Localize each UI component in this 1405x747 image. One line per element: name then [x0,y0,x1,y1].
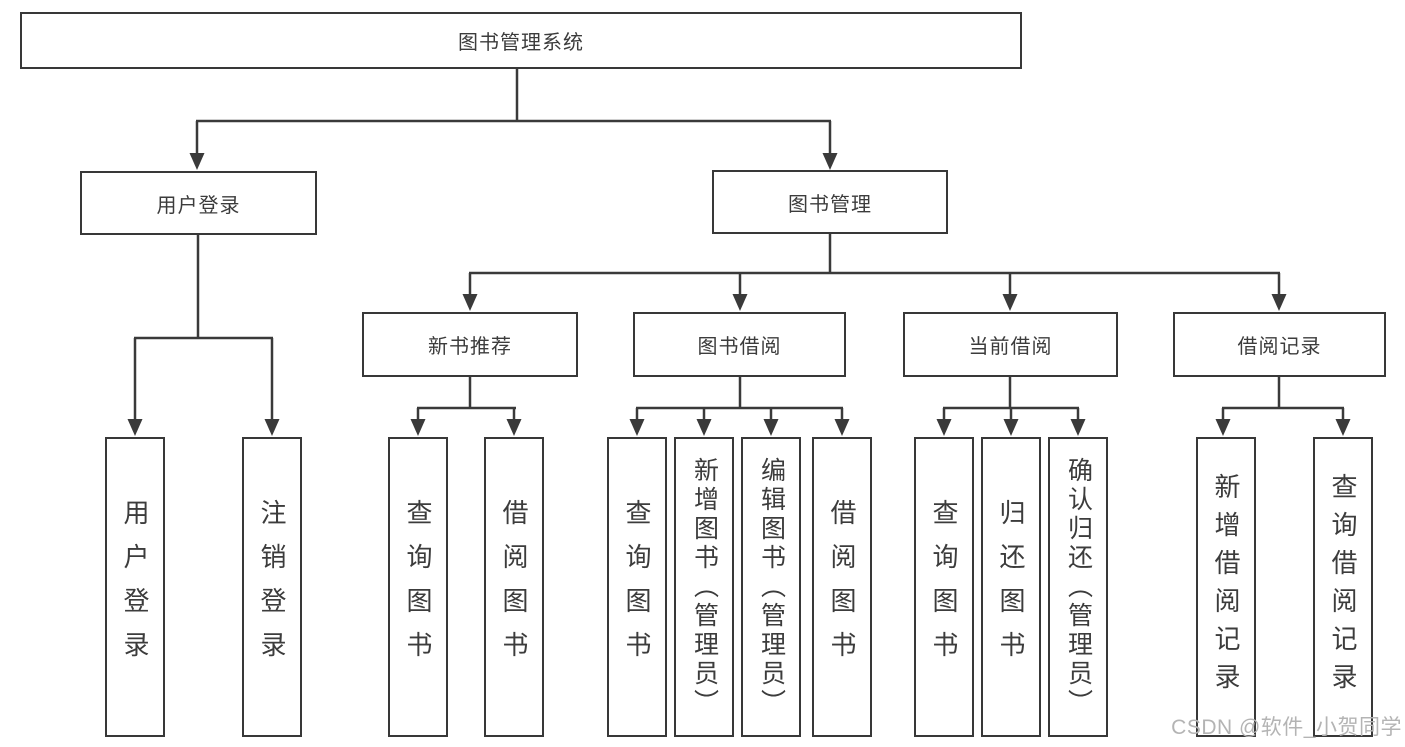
leaf-borrow-books-recommend: 借阅图书 [484,437,544,737]
node-user-login: 用户登录 [80,171,317,235]
csdn-watermark: CSDN @软件_小贺同学 [1171,716,1402,739]
node-new-book-recommend: 新书推荐 [362,312,578,377]
leaf-query-borrow-record: 查询借阅记录 [1313,437,1373,737]
leaf-return-books: 归还图书 [981,437,1041,737]
node-current-borrow: 当前借阅 [903,312,1118,377]
leaf-borrow-books: 借阅图书 [812,437,872,737]
node-borrow-records: 借阅记录 [1173,312,1386,377]
node-library-system: 图书管理系统 [20,12,1022,69]
leaf-edit-books-admin: 编辑图书（管理员） [741,437,801,737]
leaf-query-books-borrow: 查询图书 [607,437,667,737]
leaf-add-borrow-record: 新增借阅记录 [1196,437,1256,737]
leaf-query-books-recommend: 查询图书 [388,437,448,737]
node-book-borrow: 图书借阅 [633,312,846,377]
leaf-query-books-current: 查询图书 [914,437,974,737]
leaf-user-login: 用户登录 [105,437,165,737]
leaf-logout: 注销登录 [242,437,302,737]
leaf-confirm-return-admin: 确认归还（管理员） [1048,437,1108,737]
node-book-management: 图书管理 [712,170,948,234]
leaf-add-books-admin: 新增图书（管理员） [674,437,734,737]
